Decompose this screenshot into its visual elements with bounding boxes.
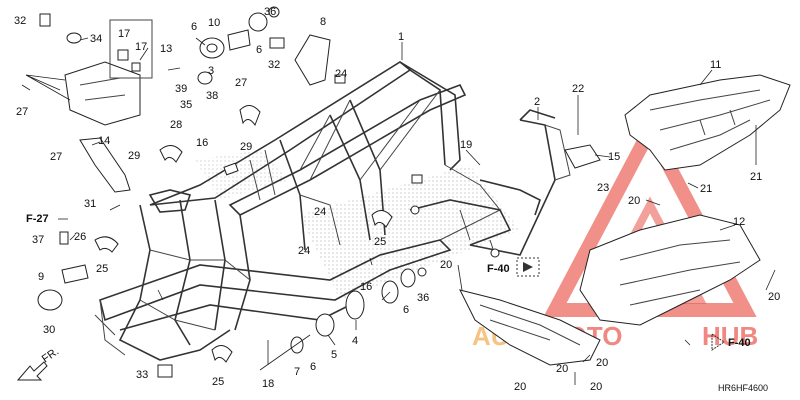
callout-27-a: 27 bbox=[16, 106, 28, 118]
rear-frame bbox=[409, 109, 571, 258]
watermark-text-hub: HUB bbox=[702, 321, 758, 351]
frame-shading-area bbox=[300, 165, 520, 300]
callout-17-a: 17 bbox=[118, 28, 130, 40]
callout-22: 22 bbox=[572, 83, 584, 95]
lower-skid-plate bbox=[579, 214, 761, 326]
callout-26: 26 bbox=[74, 231, 86, 243]
callout-20-a: 20 bbox=[440, 259, 452, 271]
callout-21-a: 21 bbox=[700, 183, 712, 195]
callout-25-c: 25 bbox=[212, 376, 224, 388]
callout-38: 38 bbox=[206, 90, 218, 102]
callout-27-c: 27 bbox=[235, 77, 247, 89]
callout-17-b: 17 bbox=[135, 41, 147, 53]
front-skid-plate bbox=[459, 289, 601, 366]
callout-6-d: 6 bbox=[403, 304, 409, 316]
callout-33: 33 bbox=[136, 369, 148, 381]
callout-12: 12 bbox=[733, 216, 745, 228]
front-direction-indicator: FR. bbox=[16, 345, 61, 381]
front-direction-arrow bbox=[16, 361, 48, 381]
diagram-code: HR6HF4600 bbox=[718, 383, 768, 393]
frame-shading-area-2 bbox=[195, 150, 290, 200]
callout-9: 9 bbox=[38, 271, 44, 283]
callout-24-a: 24 bbox=[335, 68, 347, 80]
callout-24-c: 24 bbox=[298, 245, 310, 257]
callout-30: 30 bbox=[43, 324, 55, 336]
callout-6-b: 6 bbox=[256, 44, 262, 56]
ref-f40-left-arrow bbox=[523, 262, 533, 272]
callout-16-b: 16 bbox=[360, 281, 372, 293]
callout-23: 23 bbox=[597, 182, 609, 194]
lower-center-bearings bbox=[259, 267, 427, 371]
callout-24-b: 24 bbox=[314, 206, 326, 218]
callout-32-b: 32 bbox=[268, 59, 280, 71]
ref-f40-right-arrow bbox=[711, 333, 725, 351]
callout-18: 18 bbox=[262, 378, 274, 390]
callout-19: 19 bbox=[460, 139, 472, 151]
ref-f27[interactable]: F-27 bbox=[26, 213, 49, 225]
callout-37: 37 bbox=[32, 234, 44, 246]
ref-f40-right[interactable]: F-40 bbox=[728, 337, 751, 349]
bracket-15 bbox=[564, 144, 601, 169]
callout-10: 10 bbox=[208, 17, 220, 29]
callout-39: 39 bbox=[175, 83, 187, 95]
callout-34: 34 bbox=[90, 33, 102, 45]
clamps bbox=[94, 105, 393, 363]
upper-left-bracket-assembly bbox=[39, 13, 153, 193]
callout-11: 11 bbox=[710, 59, 721, 71]
callout-29-a: 29 bbox=[240, 141, 252, 153]
callout-8: 8 bbox=[320, 16, 326, 28]
left-bottom-parts bbox=[37, 231, 173, 378]
leader-lines bbox=[21, 37, 776, 385]
callout-31: 31 bbox=[84, 198, 96, 210]
callout-20-b: 20 bbox=[628, 195, 640, 207]
callout-7: 7 bbox=[294, 366, 300, 378]
callout-13: 13 bbox=[160, 43, 172, 55]
callout-16-a: 16 bbox=[196, 137, 208, 149]
callout-36-b: 36 bbox=[417, 292, 429, 304]
callout-20-c: 20 bbox=[768, 291, 780, 303]
callout-20-e: 20 bbox=[514, 381, 526, 393]
callout-25-b: 25 bbox=[96, 263, 108, 275]
callout-27-b: 27 bbox=[50, 151, 62, 163]
callout-labels: 1 2 3 4 5 6 6 6 6 7 8 9 10 11 12 13 14 1… bbox=[14, 6, 780, 393]
callout-4: 4 bbox=[352, 335, 358, 347]
callout-36-a: 36 bbox=[264, 6, 276, 18]
upper-skid-plate bbox=[624, 74, 791, 171]
callout-20-f: 20 bbox=[590, 381, 602, 393]
callout-15: 15 bbox=[608, 151, 620, 163]
ref-f40-left[interactable]: F-40 bbox=[487, 263, 510, 275]
callout-35: 35 bbox=[180, 99, 192, 111]
callout-28: 28 bbox=[170, 119, 182, 131]
callout-3: 3 bbox=[208, 65, 214, 77]
main-frame bbox=[94, 61, 501, 361]
section-references[interactable]: F-27 F-40 F-40 bbox=[26, 213, 751, 351]
callout-2: 2 bbox=[534, 96, 540, 108]
callout-5: 5 bbox=[331, 349, 337, 361]
callout-25-a: 25 bbox=[374, 236, 386, 248]
callout-21-b: 21 bbox=[750, 171, 762, 183]
callout-20-d: 20 bbox=[556, 363, 568, 375]
callout-14: 14 bbox=[98, 135, 110, 147]
callout-6-a: 6 bbox=[191, 21, 197, 33]
callout-6-c: 6 bbox=[310, 361, 316, 373]
callout-1: 1 bbox=[398, 31, 404, 43]
upper-center-parts bbox=[197, 6, 331, 86]
callout-29-b: 29 bbox=[128, 150, 140, 162]
callout-32-a: 32 bbox=[14, 15, 26, 27]
callout-20-g: 20 bbox=[596, 357, 608, 369]
